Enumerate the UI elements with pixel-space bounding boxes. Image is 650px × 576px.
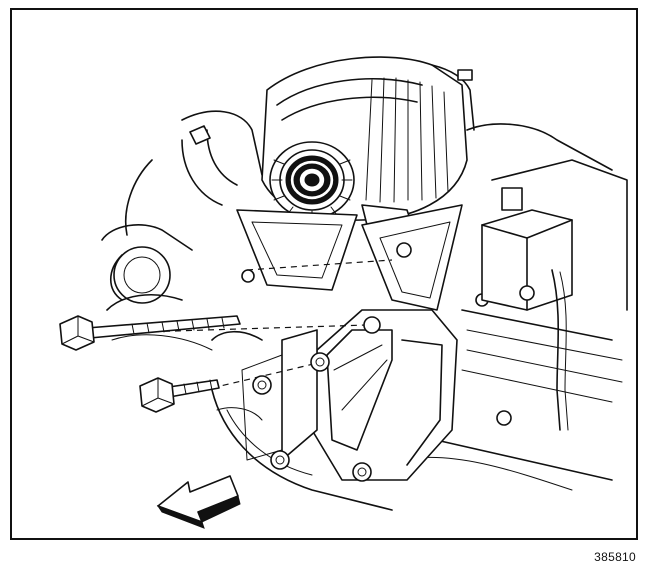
air-duct [181,125,238,206]
mount-bracket-lower [211,309,458,481]
mount-bracket-upper [236,204,463,311]
mounting-bolt-upper [59,269,255,351]
ignition-coil [481,187,573,431]
engine-illustration [59,56,628,529]
mounting-bolt-lower [139,377,220,413]
bolt-alignment-lines [141,259,393,389]
figure-frame [10,8,638,540]
bracket-fasteners [252,242,512,482]
figure-number: 385810 [594,550,636,564]
alternator [261,56,475,246]
front-direction-arrow-icon [156,475,241,529]
